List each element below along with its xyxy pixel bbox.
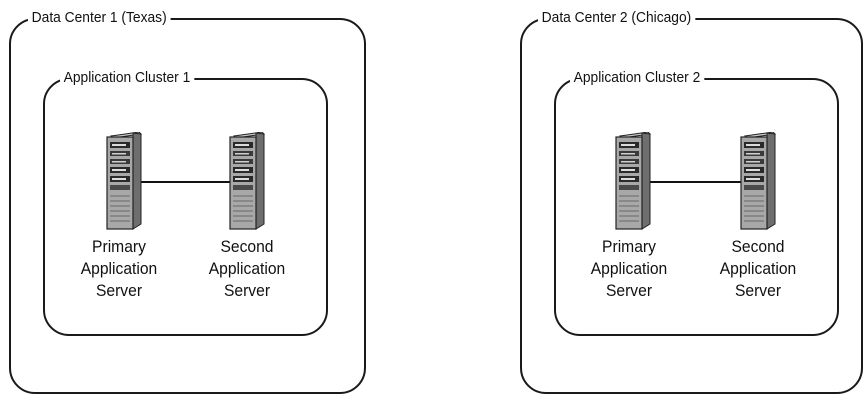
label-line: Primary [602,237,656,256]
datacenter-1-frame [9,18,366,394]
second-server-label: Second Application Server [707,236,808,302]
server-tower-icon [737,132,777,230]
cluster-2-connection-line [650,181,742,183]
label-line: Server [605,281,653,300]
datacenter-1-title: Data Center 1 (Texas) [28,9,171,27]
label-line: Server [223,281,271,300]
server-tower-icon [226,132,266,230]
label-line: Application [590,259,668,278]
server-tower-icon [103,132,143,230]
server-tower-icon [612,132,652,230]
label-line: Server [734,281,782,300]
cluster-1-title: Application Cluster 1 [60,69,194,87]
datacenter-2-title: Data Center 2 (Chicago) [538,9,695,27]
label-line: Server [95,281,143,300]
cluster-2-title: Application Cluster 2 [570,69,704,87]
second-server-label: Second Application Server [196,236,297,302]
label-line: Application [719,259,797,278]
primary-server-label: Primary Application Server [578,236,679,302]
label-line: Second [731,237,785,256]
label-line: Second [220,237,274,256]
cluster-1-connection-line [139,181,231,183]
primary-server-label: Primary Application Server [68,236,169,302]
label-line: Primary [92,237,146,256]
label-line: Application [80,259,158,278]
label-line: Application [208,259,286,278]
